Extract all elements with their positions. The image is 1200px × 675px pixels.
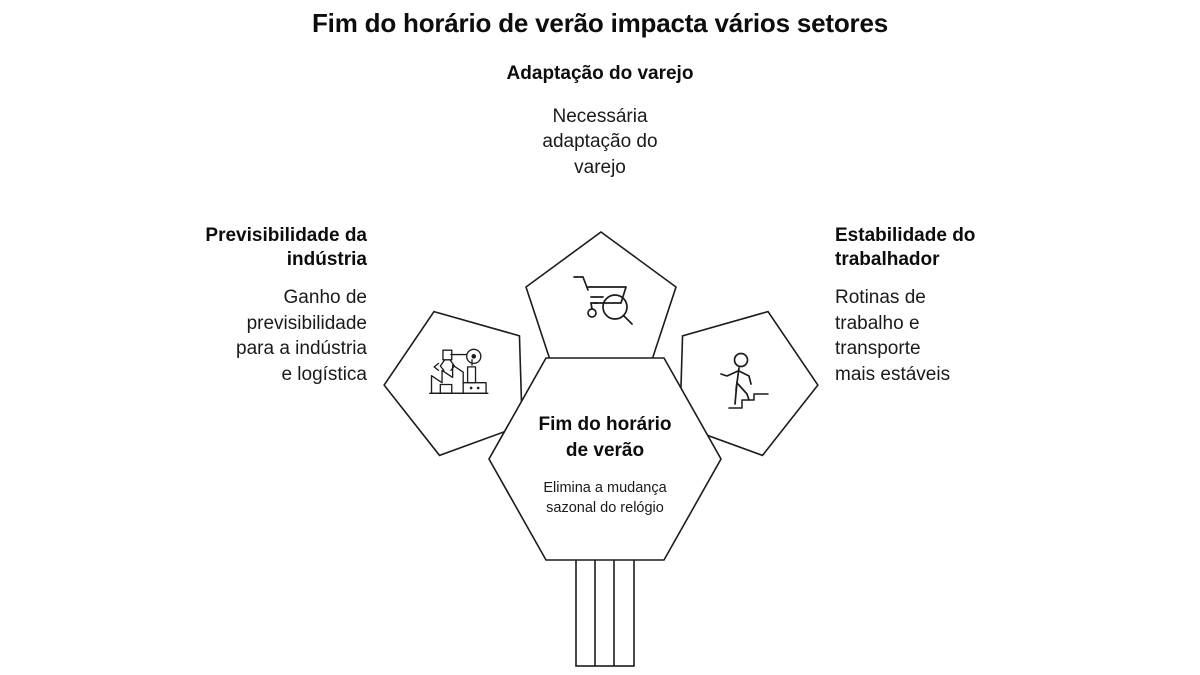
petal-label-right: Estabilidade do trabalhador Rotinas de t… xyxy=(835,224,1055,388)
center-hexagon[interactable]: Fim do horário de verão Elimina a mudanç… xyxy=(488,357,722,561)
stem-outline xyxy=(575,555,635,667)
petal-label-left: Previsibilidade da indústria Ganho de pr… xyxy=(155,224,367,388)
center-hexagon-shape xyxy=(488,357,722,561)
center-sub-line1: Elimina a mudança xyxy=(543,480,667,496)
petal-right[interactable] xyxy=(653,287,835,465)
petal-label-right-heading: Estabilidade do trabalhador xyxy=(835,225,976,270)
petal-label-right-body: Rotinas de trabalho e transporte mais es… xyxy=(835,287,951,386)
petal-label-top-heading: Adaptação do varejo xyxy=(506,63,694,84)
petal-label-top: Adaptação do varejo Necessária adaptação… xyxy=(463,62,737,180)
person-walking-stairs-icon xyxy=(720,352,769,409)
petal-label-left-heading: Previsibilidade da indústria xyxy=(205,225,367,270)
shopping-cart-search-icon xyxy=(573,276,633,325)
center-heading-line2: de verão xyxy=(566,440,644,461)
petal-label-left-body: Ganho de previsibilidade para a indústri… xyxy=(236,287,367,386)
center-heading-line1: Fim do horário xyxy=(539,414,672,435)
petal-label-top-body: Necessária adaptação do varejo xyxy=(542,105,658,178)
petal-left-pentagon xyxy=(383,310,524,457)
page-title: Fim do horário de verão impacta vários s… xyxy=(311,8,888,38)
petal-right-pentagon xyxy=(678,310,819,457)
stem-group xyxy=(575,555,635,667)
center-sub-line2: sazonal do relógio xyxy=(546,500,664,516)
factory-robot-arm-icon xyxy=(429,348,489,394)
petal-left[interactable] xyxy=(366,287,548,465)
